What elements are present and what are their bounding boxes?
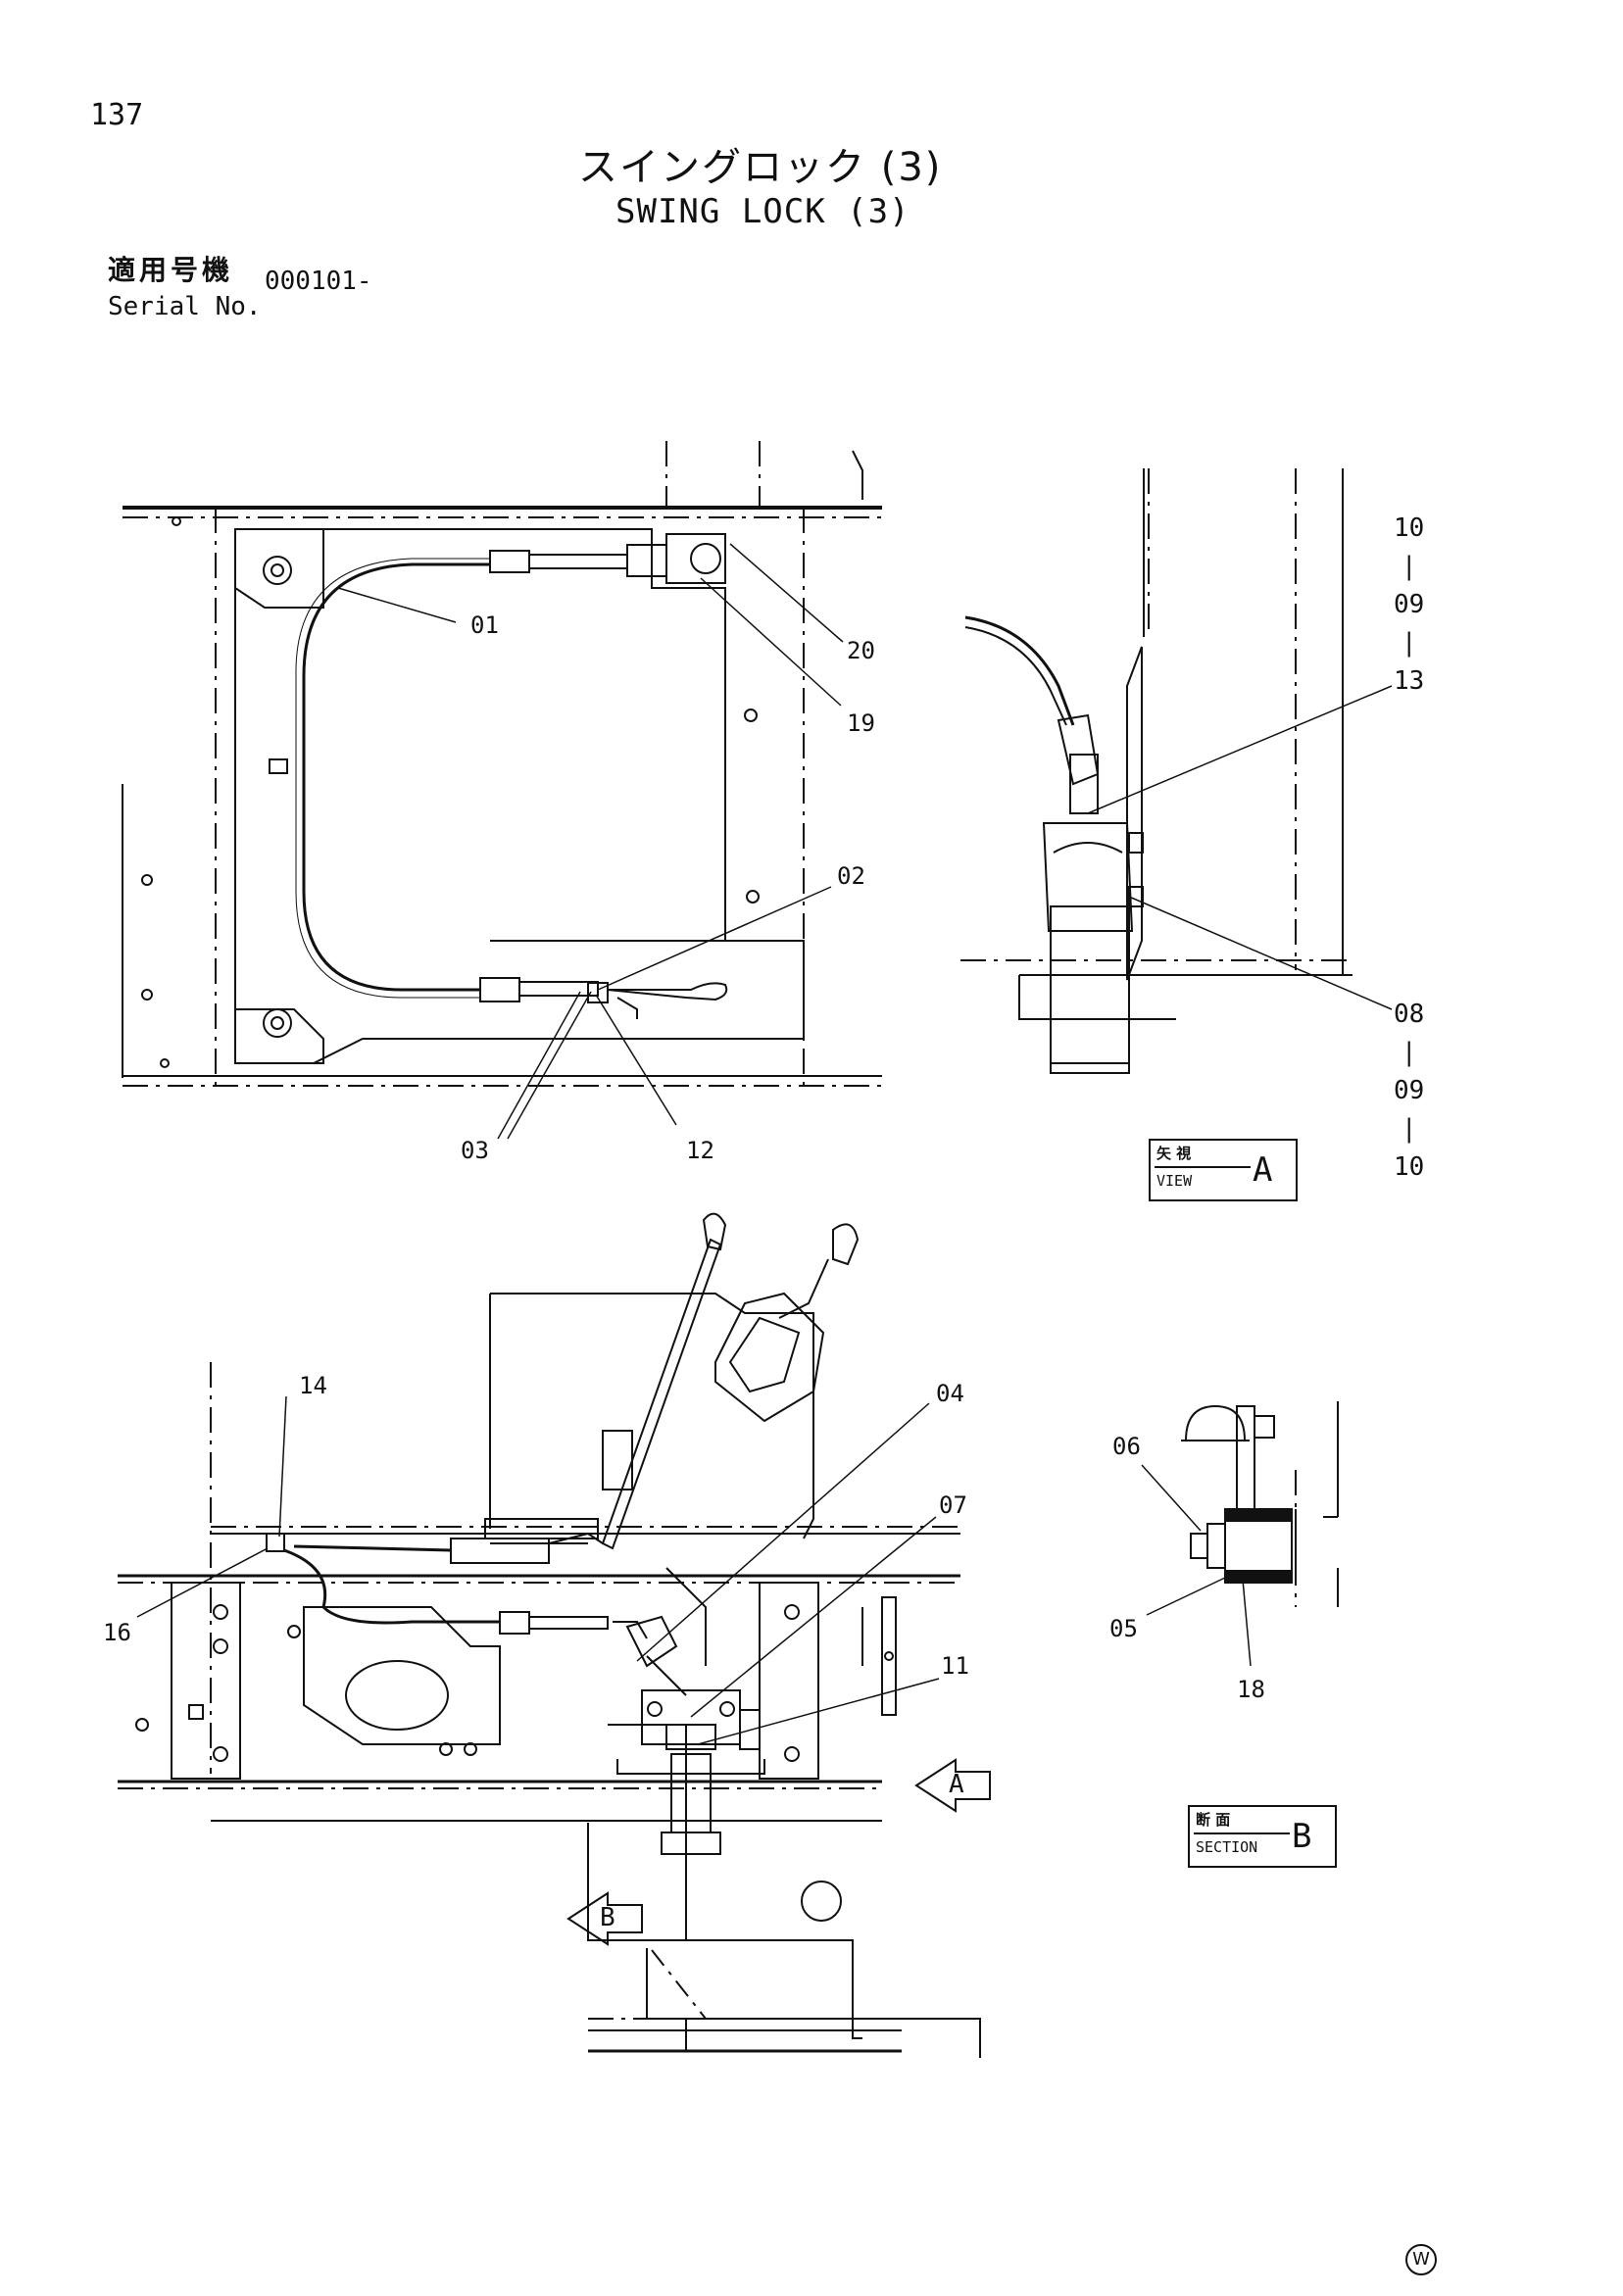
callout-14: 14 bbox=[299, 1372, 327, 1399]
callout-12: 12 bbox=[686, 1137, 714, 1164]
callout-18: 18 bbox=[1237, 1676, 1265, 1703]
callout-stack-top: 10 | 09 | 13 bbox=[1394, 510, 1424, 701]
callout-07: 07 bbox=[939, 1491, 967, 1519]
stack-top-13: 13 bbox=[1394, 666, 1425, 696]
view-a-drawing bbox=[960, 468, 1393, 1074]
callout-19: 19 bbox=[847, 709, 875, 737]
stack-bottom-09: 09 bbox=[1394, 1076, 1425, 1105]
callout-06: 06 bbox=[1112, 1433, 1141, 1460]
section-b-rule bbox=[1194, 1832, 1290, 1834]
section-b-label-en: SECTION bbox=[1196, 1838, 1258, 1856]
top-view-leaders bbox=[337, 543, 844, 1140]
serial-label-japanese: 適用号機 bbox=[108, 254, 234, 286]
section-b-drawing bbox=[1141, 1401, 1339, 1667]
callout-20: 20 bbox=[847, 637, 875, 664]
callout-02: 02 bbox=[837, 862, 865, 890]
section-b-label-jp: 断 面 bbox=[1196, 1811, 1231, 1829]
control-lever bbox=[266, 1212, 860, 1855]
stack-separator: | bbox=[1401, 1114, 1417, 1144]
callout-01: 01 bbox=[470, 611, 499, 639]
bottom-view-frame bbox=[118, 1293, 981, 2058]
section-b-letter: B bbox=[1292, 1817, 1312, 1856]
stack-separator: | bbox=[1401, 628, 1417, 658]
arrow-b-letter: B bbox=[600, 1903, 615, 1932]
stack-separator: | bbox=[1401, 1038, 1417, 1067]
top-view-frame bbox=[122, 441, 882, 1087]
callout-05: 05 bbox=[1109, 1615, 1138, 1642]
callout-03: 03 bbox=[461, 1137, 489, 1164]
page-number: 137 bbox=[90, 98, 144, 132]
view-a-letter: A bbox=[1253, 1150, 1273, 1190]
stack-bottom-08: 08 bbox=[1394, 1000, 1425, 1029]
stack-bottom-10: 10 bbox=[1394, 1152, 1425, 1182]
callout-16: 16 bbox=[103, 1619, 131, 1646]
bottom-view-leaders bbox=[136, 1395, 940, 1745]
stack-top-10: 10 bbox=[1394, 513, 1425, 543]
title-japanese: スイングロック (3) bbox=[578, 145, 943, 190]
stack-separator: | bbox=[1401, 552, 1417, 581]
view-a-label-jp: 矢 視 bbox=[1156, 1145, 1192, 1162]
callout-04: 04 bbox=[936, 1380, 964, 1407]
view-a-label-en: VIEW bbox=[1156, 1172, 1193, 1190]
footer-mark: W bbox=[1405, 2244, 1437, 2275]
swing-lock-cable bbox=[295, 533, 804, 1019]
view-a-label: 矢 視 VIEW A bbox=[1149, 1139, 1298, 1201]
stack-top-09: 09 bbox=[1394, 590, 1425, 619]
serial-label-english: Serial No. bbox=[108, 292, 262, 321]
view-a-rule bbox=[1155, 1166, 1251, 1168]
callout-stack-bottom: 08 | 09 | 10 bbox=[1394, 996, 1424, 1187]
arrow-a-marker bbox=[914, 1758, 991, 1813]
arrow-a-letter: A bbox=[949, 1770, 964, 1799]
callout-11: 11 bbox=[941, 1652, 969, 1680]
arrow-b-marker bbox=[566, 1891, 643, 1946]
serial-value: 000101- bbox=[265, 267, 372, 296]
title-english: SWING LOCK (3) bbox=[615, 192, 910, 231]
section-b-label: 断 面 SECTION B bbox=[1188, 1805, 1337, 1868]
